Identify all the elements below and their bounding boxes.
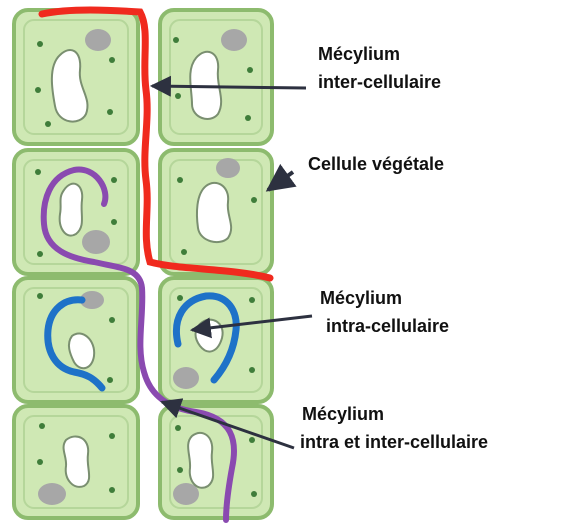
label-mixed-line1: Mécylium: [302, 404, 384, 424]
arrow-inter: [152, 86, 306, 88]
plant-cell-r4-c1: [14, 406, 138, 518]
label-intra: Mécylium intra-cellulaire: [320, 288, 449, 336]
label-intra-line2: intra-cellulaire: [326, 316, 449, 336]
plant-cell-r1-c2: [160, 10, 272, 144]
label-inter: Mécylium inter-cellulaire: [318, 44, 441, 92]
label-inter-line2: inter-cellulaire: [318, 72, 441, 92]
plant-cell-r4-c2: [160, 406, 272, 518]
label-mixed-line2: intra et inter-cellulaire: [300, 432, 488, 452]
label-intra-line1: Mécylium: [320, 288, 402, 308]
label-mixed: Mécylium intra et inter-cellulaire: [300, 404, 488, 452]
label-inter-line1: Mécylium: [318, 44, 400, 64]
plant-cell-r2-c2: [160, 150, 272, 274]
label-cell: Cellule végétale: [308, 154, 444, 174]
plant-cell-r1-c1: [14, 10, 138, 144]
nucleus: [85, 29, 111, 51]
